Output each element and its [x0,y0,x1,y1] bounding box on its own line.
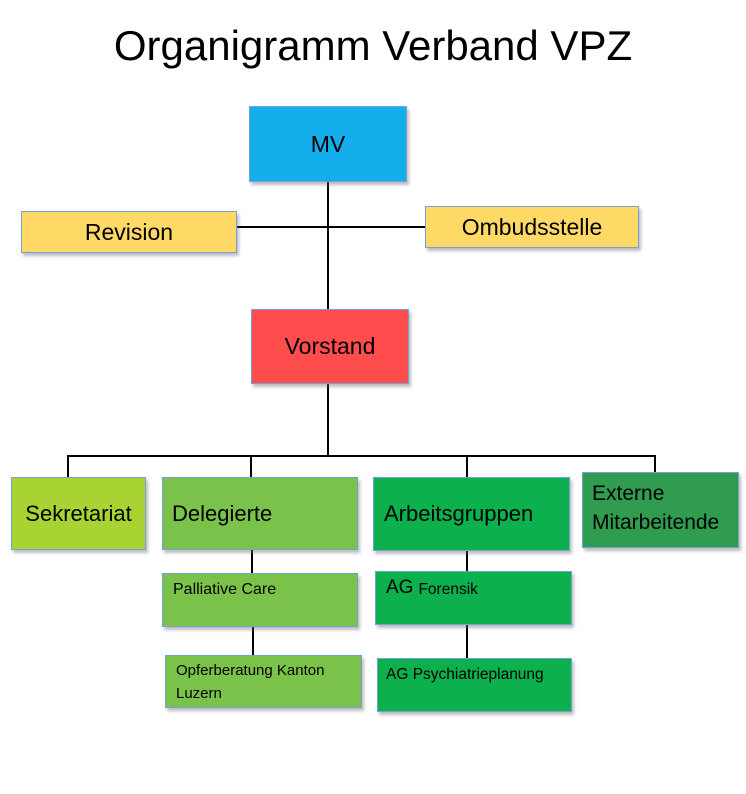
connector-vorstand-bus [327,384,329,456]
node-mv-label: MV [310,130,346,157]
node-arbeitsgruppen: Arbeitsgruppen [373,477,570,551]
connector-mv-vorstand [327,182,329,310]
connector-palliative-opferberatung [252,627,254,655]
node-opferberatung: Opferberatung Kanton Luzern [165,655,362,708]
node-externe-mitarbeitende: Externe Mitarbeitende [582,472,739,548]
node-ag-psychiatrieplanung-label: AG Psychiatrieplanung [386,666,544,683]
node-palliative-care-label: Palliative Care [173,581,277,598]
node-externe-mitarbeitende-label: Externe Mitarbeitende [592,482,720,534]
connector-forensik-psychiatrieplanung [466,625,468,658]
node-ag-forensik: AG Forensik [375,571,572,625]
node-vorstand: Vorstand [251,309,409,384]
connector-revision-ombudsstelle [237,226,425,228]
node-vorstand-label: Vorstand [284,333,376,359]
connector-bus-horizontal [67,455,656,457]
node-palliative-care: Palliative Care [162,573,358,627]
node-ag-psychiatrieplanung: AG Psychiatrieplanung [377,658,572,712]
page-title: Organigramm Verband VPZ [113,22,633,69]
node-ombudsstelle-label: Ombudsstelle [461,213,603,240]
node-ombudsstelle: Ombudsstelle [425,206,639,248]
connector-drop-arbeitsgruppen [466,455,468,477]
node-mv: MV [249,106,407,182]
connector-arbeitsgruppen-forensik [466,551,468,571]
node-sekretariat-label: Sekretariat [25,500,132,526]
node-revision-label: Revision [84,218,174,245]
node-ag-forensik-prefix: AG [386,577,414,598]
node-sekretariat: Sekretariat [11,477,146,550]
node-ag-forensik-label: Forensik [418,581,478,598]
connector-delegierte-palliative [251,550,253,573]
node-delegierte: Delegierte [162,477,358,550]
node-opferberatung-label: Opferberatung Kanton Luzern [176,662,325,702]
connector-drop-sekretariat [67,455,69,477]
connector-drop-externe [654,455,656,472]
node-arbeitsgruppen-label: Arbeitsgruppen [384,501,534,526]
connector-drop-delegierte [250,455,252,477]
node-revision: Revision [21,211,237,253]
node-delegierte-label: Delegierte [172,500,273,526]
